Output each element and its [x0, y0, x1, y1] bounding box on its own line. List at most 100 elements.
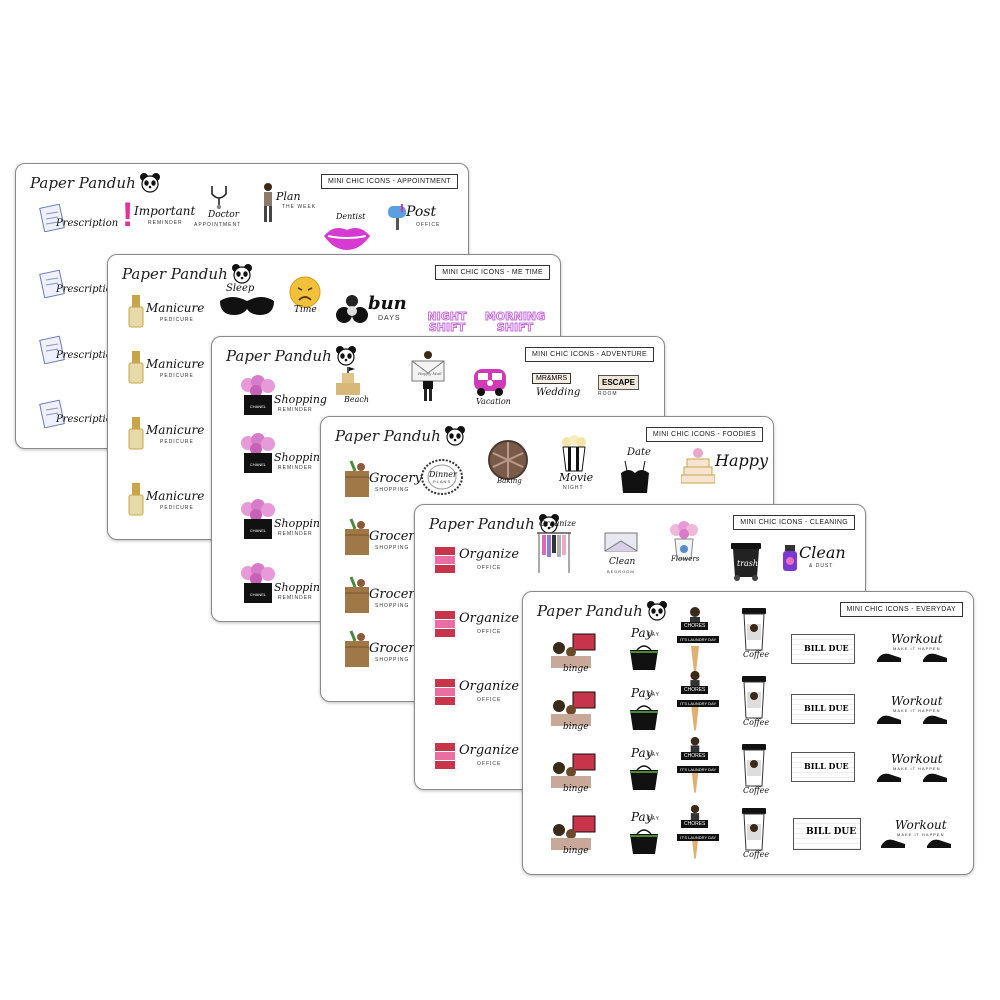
sticker-text: Doctor — [208, 210, 240, 220]
woman-chores-icon — [690, 736, 700, 793]
sticker-subtext: APPOINTMENT — [194, 222, 242, 228]
sign-text: CHORES — [681, 686, 709, 694]
sheet-label: MINI CHIC ICONS - FOODIES — [645, 427, 763, 442]
me-time-emoji-sticker: Time — [288, 275, 322, 315]
brand-name: Paper Panduh — [537, 602, 643, 620]
sticker-text: Plan — [276, 190, 301, 203]
hair-bun-icon — [336, 295, 368, 323]
sticker-text: Happy Mail — [418, 371, 442, 376]
brand-logo: Paper Panduh — [429, 513, 560, 535]
lips-icon — [324, 228, 370, 250]
sticker-text: Prescription — [56, 350, 119, 361]
sticker-text: Coffee — [743, 786, 770, 795]
prescription-sticker: Prescription — [38, 202, 118, 237]
bill-document: BILL DUE — [791, 752, 855, 782]
flower-bag-icon: CHANEL — [241, 499, 275, 539]
sticker-text: binge — [563, 846, 589, 856]
sticker-subtext: OFFICE — [477, 629, 502, 635]
exclamation-icon: ! — [122, 196, 134, 234]
chores-sticker: CHORES IT'S LAUNDRY DAY — [677, 606, 720, 681]
bed-icon — [604, 532, 638, 552]
stethoscope-icon — [211, 186, 227, 210]
flower-bag-icon: CHANEL — [241, 433, 275, 473]
sticker-text: Movie — [559, 471, 594, 484]
popcorn-icon — [562, 435, 586, 472]
manicure-sticker: Manicure PEDICURE — [128, 351, 204, 390]
plate-icon — [421, 459, 463, 495]
brand-name: Paper Panduh — [429, 515, 535, 533]
bag-text: CHANEL — [250, 528, 267, 533]
cake-icon — [680, 448, 716, 484]
tv-couch-icon — [551, 815, 596, 850]
binge-watch-sticker: binge — [549, 690, 599, 733]
sticker-text: trash — [737, 559, 759, 568]
binge-watch-sticker: binge — [549, 752, 599, 795]
sticker-subtext: PEDICURE — [160, 439, 194, 445]
grocery-shopping-sticker: Grocery SHOPPING — [341, 459, 422, 504]
sticker-text: BILL DUE — [804, 643, 849, 653]
sticker-subtext: REMINDER — [148, 220, 183, 226]
sheet-label: MINI CHIC ICONS - CLEANING — [733, 515, 855, 530]
clothing-rack-icon — [537, 532, 571, 573]
flower-bag-icon: CHANEL — [241, 375, 275, 415]
binge-watch-sticker: binge — [549, 814, 599, 857]
sticker-subtext: DAYS — [378, 315, 401, 322]
manicure-sticker: Manicure PEDICURE — [128, 295, 204, 334]
sticker-text: Prescription — [56, 284, 119, 295]
panda-icon — [646, 601, 667, 621]
sticker-text: Baking — [497, 477, 522, 485]
sticker-text: Clean — [609, 557, 636, 567]
bill-due-sticker: BILL DUE — [791, 634, 855, 664]
sign-text: MR&MRS — [532, 373, 572, 384]
sticker-subtext: DAY — [647, 816, 660, 822]
binge-watch-sticker: binge — [549, 632, 599, 675]
woman-figure-icon — [264, 183, 272, 222]
sticker-subtext: & DUST — [809, 563, 834, 569]
brand-logo: Paper Panduh — [226, 345, 357, 367]
tv-couch-icon — [551, 633, 596, 668]
sticker-subtext: ROOM — [598, 391, 618, 397]
panda-icon — [538, 514, 559, 534]
baking-sticker: Baking — [487, 439, 529, 486]
sign-text: CHORES — [681, 820, 709, 828]
sticker-text: Shopping — [274, 517, 327, 530]
sticker-subtext: DAY — [647, 632, 660, 638]
coffee-cup-icon — [742, 676, 766, 719]
sticker-subtext: SHOPPING — [375, 487, 410, 493]
tv-couch-icon — [551, 753, 596, 788]
shopping-reminder-sticker: CHANEL Shopping REMINDER — [238, 375, 327, 422]
chores-sticker: CHORES IT'S LAUNDRY DAY — [677, 736, 720, 801]
bag-text: CHANEL — [250, 462, 267, 467]
sticker-text: Sleep — [226, 283, 255, 294]
happy-cake-sticker: Happy — [680, 445, 768, 490]
organize-office-sticker: Organize OFFICE — [433, 677, 519, 712]
sticker-text: Pay — [631, 746, 653, 760]
sticker-subtext: MAKE IT HAPPEN — [893, 708, 941, 713]
sticker-subtext: PEDICURE — [160, 505, 194, 511]
trash-day-sticker: trash — [729, 541, 763, 586]
coffee-sticker: Coffee — [739, 606, 769, 659]
sticker-subtext: BEDROOM — [607, 569, 635, 574]
manicure-sticker: Manicure PEDICURE — [128, 417, 204, 456]
sticker-subtext: DAY — [647, 752, 660, 758]
sticker-text: Pay — [631, 810, 653, 824]
sticker-text: Workout — [891, 752, 943, 766]
sticker-text: Workout — [891, 694, 943, 708]
vacation-sticker: Vacation — [472, 365, 511, 406]
sticker-subtext: REMINDER — [278, 531, 313, 537]
sticker-subtext: SHOPPING — [375, 603, 410, 609]
sneakers-icon — [881, 839, 951, 848]
sticker-subtext: MAKE IT HAPPEN — [897, 832, 945, 837]
bill-document: BILL DUE — [791, 634, 855, 664]
grocery-bag-icon — [345, 576, 369, 613]
clean-dust-sticker: Clean & DUST — [779, 543, 846, 578]
sign-text: ESCAPE — [598, 375, 639, 390]
sign-text: IT'S LAUNDRY DAY — [677, 700, 720, 707]
sticker-subtext: REMINDER — [278, 407, 313, 413]
brand-logo: Paper Panduh — [335, 425, 466, 447]
sandcastle-icon — [336, 367, 360, 395]
corset-top-icon — [621, 460, 649, 493]
sneakers-icon — [877, 715, 947, 724]
sticker-subtext: PLANS — [433, 479, 452, 484]
beach-sticker: Beach — [330, 365, 369, 404]
